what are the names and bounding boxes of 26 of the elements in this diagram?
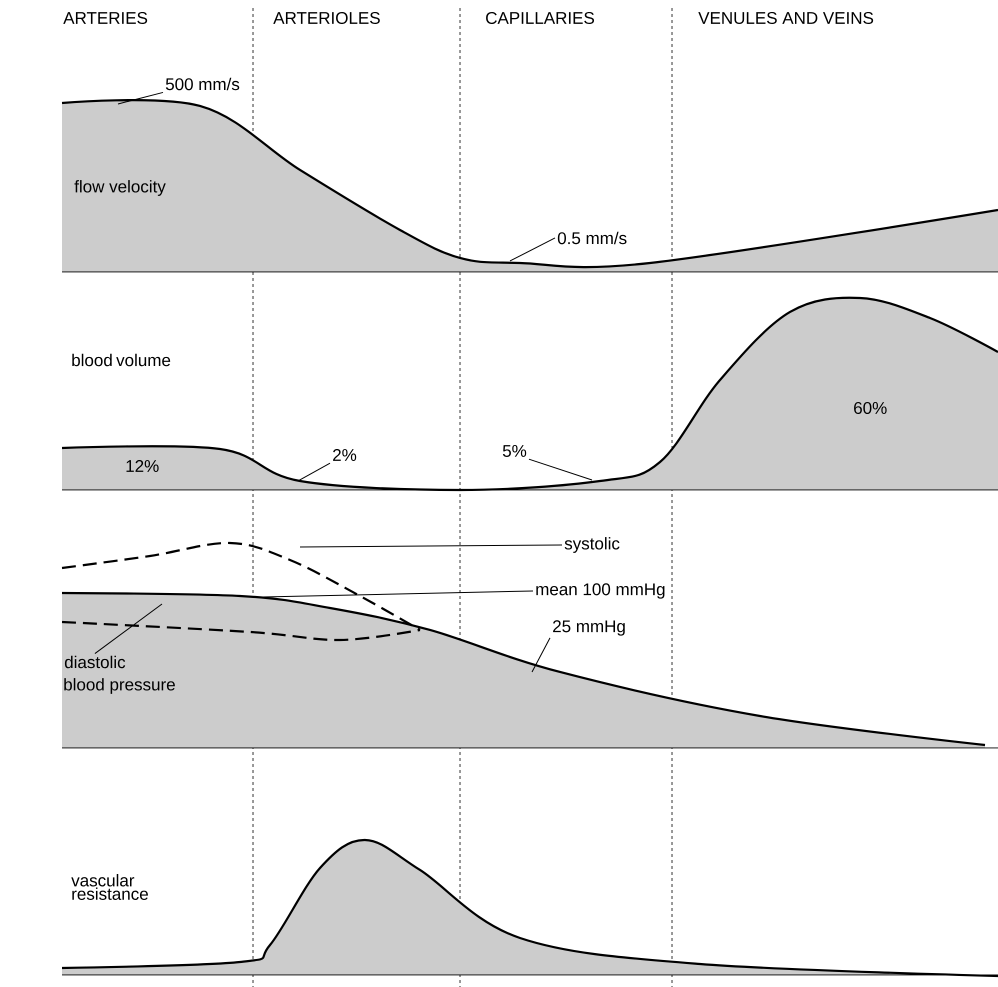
leader-line [510,237,556,262]
curve-label: mean 100 mmHg [536,583,664,599]
panel-label: blood pressure [64,678,175,694]
curve-label: 25 mmHg [553,620,625,636]
leader-line [94,603,162,654]
panel-label: 60% [854,402,887,414]
panel-label: 12% [126,460,159,472]
leader-line [262,590,534,598]
curve-label: 0.5 mm/s [558,232,626,244]
section-heading: VENULES AND VEINS [698,12,874,24]
curve-label: 2% [333,449,356,461]
leader-line [298,462,330,482]
curve-label: diastolic [64,656,126,668]
section-heading: ARTERIES [63,12,148,24]
panel-label: flow velocity [74,180,166,196]
leader-line [118,92,164,104]
panel-label: vascular resistance [71,874,148,900]
panel-label: blood volume [72,354,170,366]
curve-label: systolic [564,537,620,553]
curve-label: 5% [502,445,526,457]
section-heading: ARTERIOLES [273,12,380,24]
leader-line [300,544,562,548]
leader-line [528,458,592,480]
section-heading: CAPILLARIES [486,12,594,24]
leader-line [532,637,550,672]
curve-label: 500 mm/s [166,78,240,90]
